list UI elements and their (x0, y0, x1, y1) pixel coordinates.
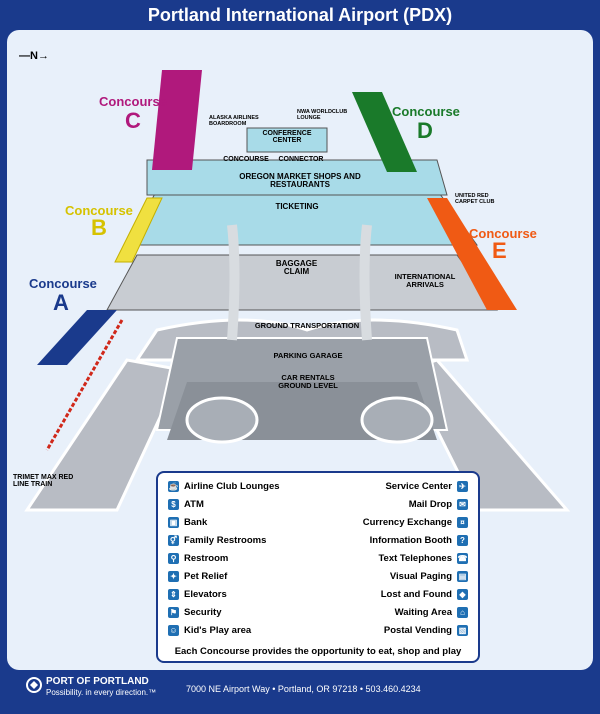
port-logo-mark-icon (26, 677, 42, 693)
baggage-claim-label: BAGGAGE CLAIM (275, 259, 318, 277)
legend-item: Visual Paging▤ (389, 571, 468, 582)
trimet-label: TRIMET MAX RED LINE TRAIN (13, 474, 74, 489)
logo-name: PORT OF PORTLAND (46, 676, 149, 687)
concourse-d (352, 92, 417, 172)
legend-item: Postal Vending▧ (383, 625, 468, 636)
max-train-track (45, 319, 124, 451)
concourse-d-letter: D (417, 118, 433, 143)
logo-tagline: Possibility. in every direction.™ (46, 688, 157, 697)
waiting-area-icon: ⌂ (457, 607, 468, 618)
security-icon: ⚑ (168, 607, 179, 618)
legend-item: Waiting Area⌂ (395, 607, 468, 618)
postal-vending-icon: ▧ (457, 625, 468, 636)
concourse-b-label: Concourse (65, 203, 133, 218)
legend-item: $ATM (168, 499, 204, 510)
parking-garage-label: PARKING GARAGE (273, 351, 343, 360)
concourse-a-label: Concourse (29, 276, 97, 291)
footer-address: 7000 NE Airport Way • Portland, OR 97218… (186, 684, 421, 694)
car-rentals-label: CAR RENTALS GROUND LEVEL (278, 373, 338, 390)
ground-transportation-label: GROUND TRANSPORTATION (254, 321, 360, 330)
legend-item: ▣Bank (168, 517, 208, 528)
legend-item: Information Booth? (370, 535, 468, 546)
concourse-label: CONCOURSE (223, 156, 269, 163)
legend-item: ⇕Elevators (168, 589, 227, 600)
concourse-b-letter: B (91, 215, 107, 240)
concourse-e (427, 198, 517, 310)
concourse-c (152, 70, 202, 170)
legend-item: Lost and Found◆ (381, 589, 468, 600)
restroom-icon: ⚲ (168, 553, 179, 564)
concourse-a-letter: A (53, 290, 69, 315)
lost-found-icon: ◆ (457, 589, 468, 600)
legend-note: Each Concourse provides the opportunity … (174, 646, 462, 657)
terminal-diagram (24, 70, 571, 512)
bank-icon: ▣ (168, 517, 179, 528)
text-telephone-icon: ☎ (457, 553, 468, 564)
concourse-c-letter: C (125, 108, 141, 133)
united-club-label: UNITED RED CARPET CLUB (455, 193, 495, 205)
concourse-e-label: Concourse (469, 226, 537, 241)
nwa-lounge-label: NWA WORLDCLUB LOUNGE (297, 109, 348, 121)
concourse-b (114, 197, 163, 263)
concourse-a (37, 310, 117, 365)
legend-item: ⚥Family Restrooms (168, 535, 267, 546)
map-title: Portland International Airport (PDX) (147, 4, 453, 25)
visual-paging-icon: ▤ (457, 571, 468, 582)
service-center-icon: ✈ (457, 481, 468, 492)
conference-center-label: CONFERENCE CENTER (262, 130, 312, 145)
airport-map: —N→ Concourse C Concourse D Concourse B … (7, 30, 593, 670)
alaska-boardroom-label: ALASKA AIRLINES BOARDROOM (209, 115, 259, 127)
terminal-top (146, 159, 448, 196)
elevator-icon: ⇕ (168, 589, 179, 600)
atm-icon: $ (168, 499, 179, 510)
concourse-d-label: Concourse (392, 104, 460, 119)
north-arrow: —N→ (19, 50, 49, 62)
currency-exchange-icon: ¤ (457, 517, 468, 528)
oregon-market-label: OREGON MARKET SHOPS AND RESTAURANTS (239, 172, 361, 190)
parking-structure (155, 337, 449, 444)
legend-item: Currency Exchange¤ (363, 517, 468, 528)
connector-label: CONNECTOR (278, 156, 324, 163)
legend: ☕Airline Club Lounges $ATM ▣Bank ⚥Family… (156, 471, 480, 663)
family-restroom-icon: ⚥ (168, 535, 179, 546)
ticketing-level (126, 189, 478, 246)
international-arrivals-label: INTERNATIONAL ARRIVALS (394, 272, 456, 289)
mail-drop-icon: ✉ (457, 499, 468, 510)
concourse-c-label: Concourse (99, 94, 167, 109)
legend-item: ⚑Security (168, 607, 222, 618)
legend-item: Mail Drop✉ (409, 499, 468, 510)
ticketing-label: TICKETING (275, 202, 319, 211)
legend-item: Service Center✈ (385, 481, 468, 492)
lounge-icon: ☕ (168, 481, 179, 492)
legend-item: Text Telephones☎ (378, 553, 468, 564)
concourse-e-letter: E (492, 238, 507, 263)
pet-relief-icon: ✦ (168, 571, 179, 582)
play-area-icon: ☺ (168, 625, 179, 636)
legend-item: ☺Kid's Play area (168, 625, 252, 636)
information-icon: ? (457, 535, 468, 546)
legend-item: ✦Pet Relief (168, 571, 227, 582)
legend-item: ⚲Restroom (168, 553, 228, 564)
legend-item: ☕Airline Club Lounges (168, 481, 280, 492)
